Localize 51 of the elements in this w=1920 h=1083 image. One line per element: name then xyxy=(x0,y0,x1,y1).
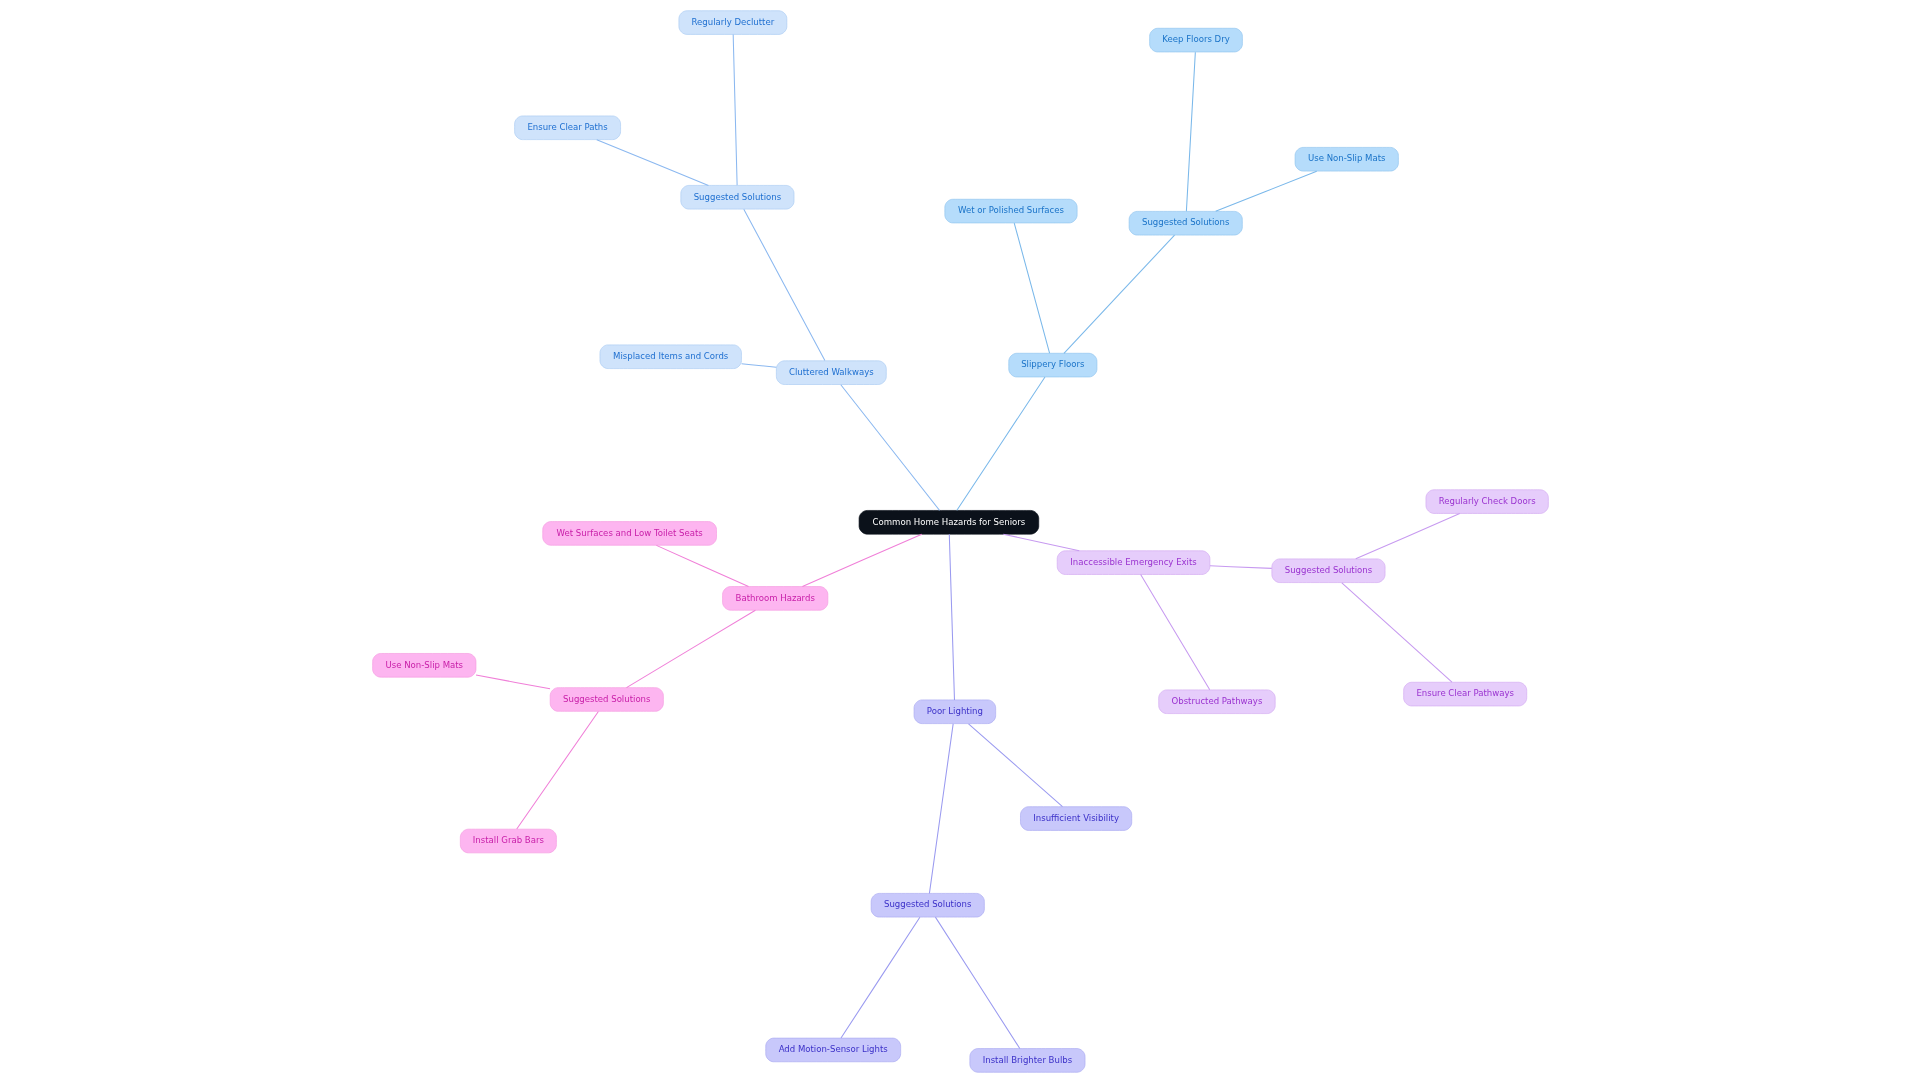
node-box: Use Non-Slip Mats xyxy=(371,653,476,678)
connector xyxy=(801,533,922,587)
connector xyxy=(1062,234,1175,354)
connector xyxy=(1354,513,1460,560)
connector xyxy=(955,376,1045,511)
node-box: Install Brighter Bulbs xyxy=(969,1048,1085,1073)
node-box: Install Grab Bars xyxy=(459,828,557,854)
node-box: Cluttered Walkways xyxy=(775,360,887,385)
node-box: Suggested Solutions xyxy=(549,687,664,712)
node-box: Suggested Solutions xyxy=(1128,211,1243,236)
connector xyxy=(839,384,940,511)
connector xyxy=(1340,582,1452,683)
node-box: Slippery Floors xyxy=(1007,352,1097,378)
connector xyxy=(1209,565,1272,569)
node-box: Suggested Solutions xyxy=(870,893,985,918)
connector xyxy=(732,33,738,186)
node-box: Poor Lighting xyxy=(913,699,996,724)
node-box: Obstructed Pathways xyxy=(1157,689,1276,714)
connector xyxy=(1013,222,1050,354)
node-box: Misplaced Items and Cords xyxy=(599,344,742,369)
node-box: Wet Surfaces and Low Toilet Seats xyxy=(541,521,717,546)
connector xyxy=(655,544,749,587)
node-box: Suggested Solutions xyxy=(1271,558,1385,583)
node-box: Wet or Polished Surfaces xyxy=(944,198,1077,224)
node-box: Bathroom Hazards xyxy=(721,586,828,611)
node-box: Use Non-Slip Mats xyxy=(1294,147,1399,172)
connector xyxy=(928,723,954,894)
connector xyxy=(515,711,599,830)
connector xyxy=(595,139,709,186)
node-box: Add Motion-Sensor Lights xyxy=(764,1037,901,1063)
node-box: Ensure Clear Pathways xyxy=(1402,681,1527,707)
node-box: Ensure Clear Paths xyxy=(513,115,621,140)
node-box: Regularly Check Doors xyxy=(1425,489,1549,514)
connector xyxy=(1139,573,1210,691)
node-box: Keep Floors Dry xyxy=(1148,27,1243,53)
connector xyxy=(1185,51,1196,212)
node-box: Insufficient Visibility xyxy=(1019,806,1132,831)
node-box: Common Home Hazards for Seniors xyxy=(858,510,1039,535)
connector xyxy=(948,533,955,701)
connector xyxy=(934,916,1020,1049)
connector xyxy=(1214,170,1317,212)
connector xyxy=(742,208,825,362)
connector xyxy=(625,609,756,689)
connector xyxy=(967,723,1063,808)
connector xyxy=(740,363,777,368)
connector xyxy=(1002,533,1080,552)
node-box: Inaccessible Emergency Exits xyxy=(1056,550,1210,575)
connector xyxy=(840,916,920,1039)
connector xyxy=(475,674,551,690)
node-box: Suggested Solutions xyxy=(680,185,794,210)
node-box: Regularly Declutter xyxy=(678,10,787,35)
